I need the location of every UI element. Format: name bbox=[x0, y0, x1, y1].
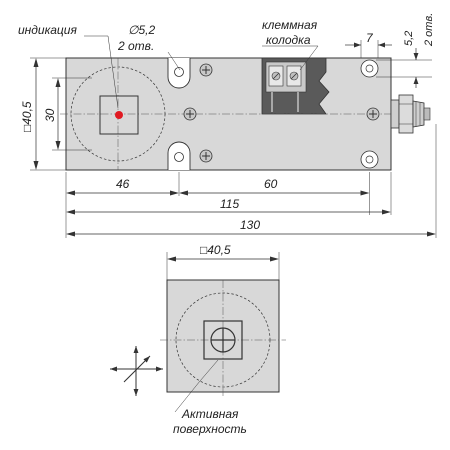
dim-130-label: 130 bbox=[240, 218, 260, 232]
terminal-block-label-line2: колодка bbox=[266, 33, 311, 47]
dim-60-label: 60 bbox=[264, 177, 278, 191]
screw-icon bbox=[183, 107, 197, 121]
sensing-zone-circle bbox=[70, 66, 166, 162]
active-surface-label-line2: поверхность bbox=[173, 422, 247, 436]
dim-7-label: 7 bbox=[366, 31, 374, 45]
dim-46-label: 46 bbox=[116, 177, 130, 191]
screw-icon bbox=[199, 149, 213, 163]
indication-label: индикация bbox=[18, 23, 77, 37]
dim-30-label: 30 bbox=[43, 108, 57, 122]
side-view: индикация ∅5,2 2 отв. клеммная колодка 7… bbox=[18, 13, 437, 238]
terminal-block-label-line1: клеммная bbox=[262, 18, 318, 32]
indicator-window bbox=[99, 95, 139, 135]
dim-115-label: 115 bbox=[220, 197, 239, 211]
cable-gland bbox=[390, 94, 431, 134]
axis-arrows-icon bbox=[110, 346, 163, 396]
screw-icon bbox=[199, 63, 213, 77]
dim-5-2-label: 5,2 bbox=[403, 31, 415, 46]
terminal-block bbox=[261, 57, 330, 115]
dim-40-5-end-label: □40,5 bbox=[200, 243, 231, 257]
end-view: □40,5 Активная поверхность bbox=[110, 243, 286, 436]
screw-icon bbox=[366, 107, 380, 121]
hole-count-label: 2 отв. bbox=[117, 39, 154, 53]
hole-diameter-label: ∅5,2 bbox=[128, 23, 155, 37]
dim-40-5-side-label: □40,5 bbox=[20, 101, 34, 132]
dim-2-holes-right-label: 2 отв. bbox=[423, 13, 435, 47]
indicator-led-icon bbox=[115, 111, 123, 119]
active-surface-label-line1: Активная bbox=[181, 407, 239, 421]
